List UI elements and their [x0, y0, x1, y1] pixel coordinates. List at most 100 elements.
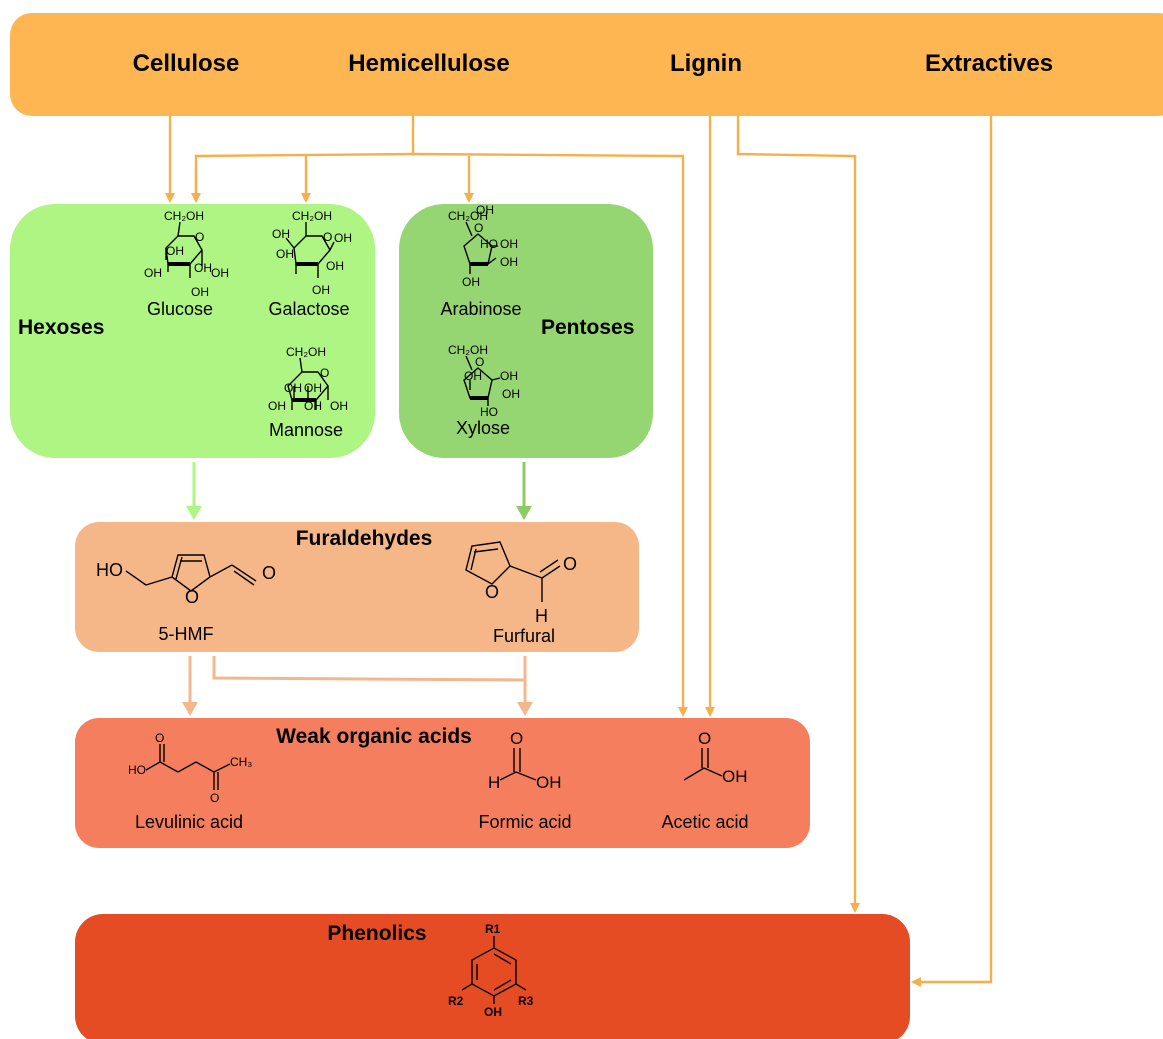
oh-atom: OH	[536, 773, 562, 792]
galactose-structure: CH₂OH O OH OH OH OH OH	[272, 209, 352, 297]
acetic-label: Acetic acid	[661, 812, 748, 832]
hmf-structure: HO O O	[96, 554, 276, 607]
oh-atom: OH	[476, 203, 494, 217]
hydroxyl-atom: OH	[484, 1005, 502, 1019]
oh-atom: OH	[500, 369, 518, 383]
oh-atom: OH	[462, 275, 480, 289]
oh-atom: OH	[334, 231, 352, 245]
phenol-structure: R1 R2 R3 OH	[448, 922, 534, 1019]
oh-atom: OH	[211, 266, 229, 280]
oh-atom: OH	[330, 399, 348, 413]
extractives-to-phenolics-arrow	[911, 116, 993, 987]
furfural-label: Furfural	[493, 626, 555, 646]
r3-atom: R3	[518, 994, 534, 1008]
ring-o-atom: O	[320, 366, 329, 380]
aldehyde-o-atom: O	[262, 563, 276, 583]
oh-atom: OH	[464, 369, 482, 383]
pentoses-title: Pentoses	[541, 316, 634, 339]
ch2oh-atom: CH₂OH	[292, 209, 332, 223]
formic-label: Formic acid	[478, 812, 571, 832]
ch2oh-atom: CH₂OH	[448, 209, 488, 223]
oh-atom: OH	[284, 381, 302, 395]
hexoses-title: Hexoses	[18, 316, 104, 339]
furan-o-atom: O	[485, 582, 499, 602]
arabinose-label: Arabinose	[440, 299, 521, 319]
methyl-atom: CH₃	[230, 755, 252, 769]
formic-structure: O H OH	[488, 729, 562, 792]
oh-atom: OH	[191, 285, 209, 299]
ho-atom: HO	[128, 763, 146, 777]
oh-atom: OH	[312, 283, 330, 297]
weak-acids-box	[75, 718, 810, 848]
carbonyl-o-atom: O	[510, 729, 523, 748]
oh-atom: OH	[326, 259, 344, 273]
weak-acids-title: Weak organic acids	[276, 725, 472, 748]
ring-o-atom: O	[475, 355, 484, 369]
hmf-to-formic-line	[212, 656, 526, 682]
furaldehydes-box	[75, 522, 639, 652]
hemicellulose-label: Hemicellulose	[348, 50, 509, 77]
pentoses-box	[399, 204, 653, 458]
extractives-label: Extractives	[925, 50, 1053, 77]
oh-atom: OH	[166, 244, 184, 258]
oh-atom: OH	[502, 387, 520, 401]
ho-atom: HO	[480, 237, 498, 251]
oh-atom: OH	[304, 381, 322, 395]
oh-atom: OH	[194, 261, 212, 275]
ring-o-atom: O	[323, 230, 332, 244]
aldehyde-h-atom: H	[535, 606, 548, 626]
phenolics-box	[75, 914, 910, 1039]
ring-o-atom: O	[474, 221, 483, 235]
formyl-h-atom: H	[488, 773, 500, 792]
levulinic-label: Levulinic acid	[135, 812, 243, 832]
xylose-label: Xylose	[456, 418, 510, 438]
lignin-label: Lignin	[670, 50, 742, 77]
ch2oh-atom: CH₂OH	[286, 345, 326, 359]
hmf-to-levulinic-arrowhead	[182, 702, 198, 716]
carbonyl-o-atom: O	[698, 729, 711, 748]
oh-atom: OH	[722, 767, 748, 786]
hexoses-box	[10, 204, 375, 458]
aldehyde-o-atom: O	[563, 554, 577, 574]
source-bar	[10, 13, 1163, 116]
oh-atom: OH	[500, 237, 518, 251]
oh-atom: OH	[304, 399, 322, 413]
mannose-label: Mannose	[269, 420, 343, 440]
furfural-structure: O O H	[465, 541, 577, 626]
arabinose-structure: CH₂OH O OH HO OH OH OH	[448, 203, 518, 289]
pentoses-to-furfural-arrowhead	[516, 506, 532, 520]
furfural-to-formic-arrowhead	[517, 702, 533, 716]
xylose-structure: CH₂OH O OH OH OH HO	[448, 343, 520, 419]
galactose-label: Galactose	[268, 299, 349, 319]
oh-atom: OH	[500, 255, 518, 269]
furan-o-atom: O	[185, 587, 199, 607]
source-arrows	[165, 116, 993, 987]
mannose-structure: CH₂OH O OH OH OH OH OH	[268, 345, 348, 413]
furaldehydes-title: Furaldehydes	[296, 527, 433, 550]
r1-atom: R1	[485, 922, 501, 936]
hexoses-to-hmf-arrowhead	[186, 506, 202, 520]
glucose-label: Glucose	[147, 299, 213, 319]
acetic-structure: O OH	[683, 729, 748, 786]
glucose-structure: CH₂OH O OH OH OH OH OH	[144, 209, 229, 299]
ch2oh-atom: CH₂OH	[164, 209, 204, 223]
ch2oh-atom: CH₂OH	[448, 343, 488, 357]
phenolics-title: Phenolics	[327, 922, 426, 945]
ho-atom: HO	[96, 560, 123, 580]
sugar-to-furan-arrows	[186, 462, 532, 520]
oh-atom: OH	[268, 399, 286, 413]
oh-atom: OH	[144, 266, 162, 280]
lignin-to-phenolics-arrow	[736, 116, 860, 913]
furan-to-acid-arrows	[182, 656, 533, 716]
hmf-label: 5-HMF	[159, 624, 214, 644]
levulinic-structure: HO O O CH₃	[128, 731, 252, 805]
oh-atom: OH	[276, 247, 294, 261]
ho-atom: HO	[480, 405, 498, 419]
carbonyl-o-atom: O	[155, 731, 164, 745]
oh-atom: OH	[272, 227, 290, 241]
ring-o-atom: O	[195, 230, 204, 244]
ketone-o-atom: O	[210, 791, 219, 805]
cellulose-label: Cellulose	[133, 50, 240, 77]
r2-atom: R2	[448, 994, 464, 1008]
